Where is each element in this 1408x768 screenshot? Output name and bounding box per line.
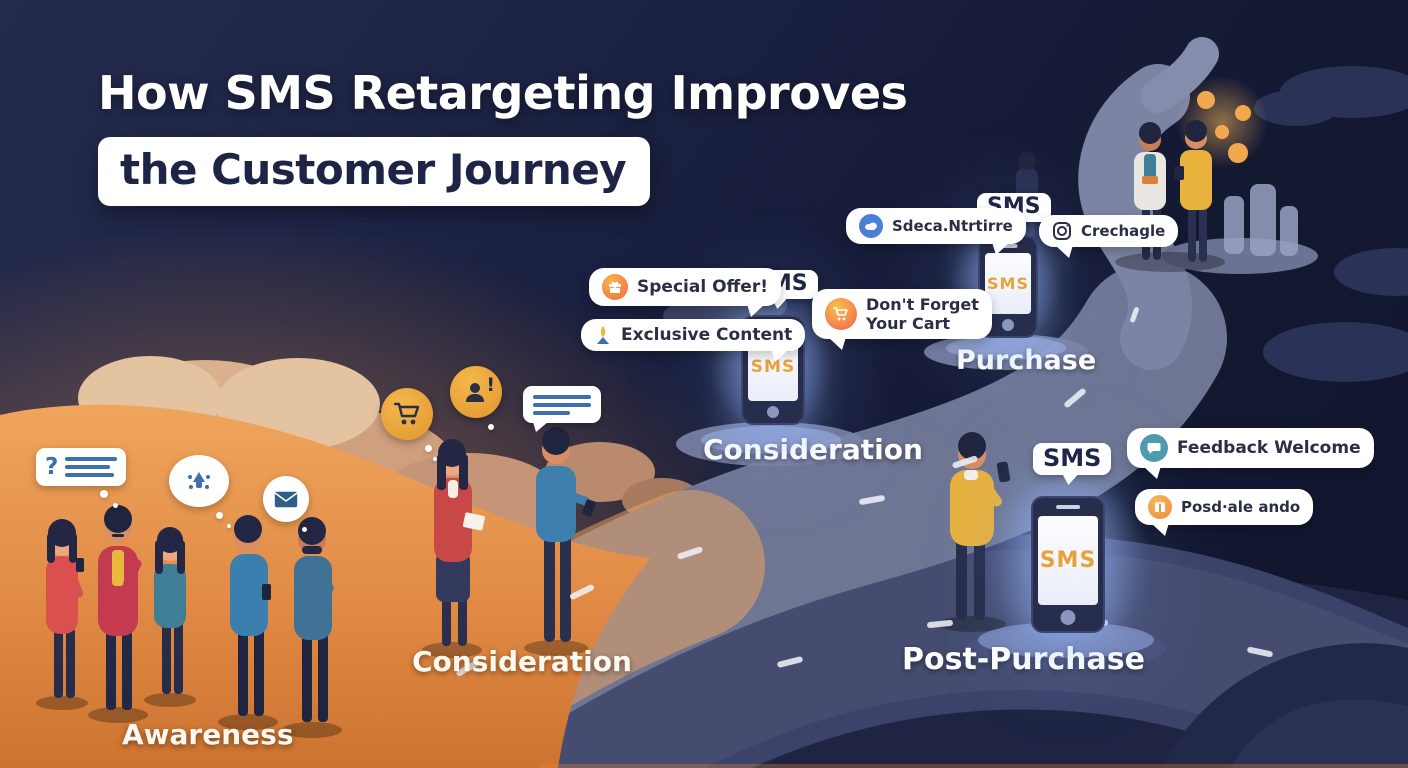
spark-icon [188, 472, 210, 489]
thought-dot [302, 527, 307, 532]
thought-dot [113, 503, 118, 508]
parcel-icon [1148, 495, 1172, 519]
cloud-chat-icon [859, 214, 883, 238]
phone-home-button [1060, 610, 1076, 625]
person-awareness-1 [46, 519, 84, 698]
quill-icon [594, 325, 612, 345]
bubble-exclusive-content: Exclusive Content [581, 319, 806, 362]
question-mark: ? [45, 453, 59, 480]
title-line-1: How SMS Retargeting Improves [98, 66, 908, 120]
bubble-feedback: Feedback Welcome [1127, 428, 1374, 479]
bubble-feedback-label: Feedback Welcome [1177, 438, 1361, 458]
city-silhouette [1224, 184, 1298, 256]
bubble-special-offer-label: Special Offer! [637, 277, 768, 297]
bubble-nurture: Sdeca.Ntrtirre [846, 208, 1026, 255]
bubble-cart-reminder: Don't Forget Your Cart [812, 289, 992, 351]
thought-bubble-spark [169, 455, 229, 507]
stage-label-consideration-ground: Consideration [412, 645, 632, 678]
person-post-purchase [938, 432, 1011, 632]
thought-dot [433, 457, 437, 461]
phone-screen-sms-text: SMS [1039, 548, 1097, 573]
chat-bubble-icon [1140, 434, 1168, 462]
rocks-front [1230, 699, 1408, 768]
gift-icon [602, 274, 628, 300]
person-topright-2 [1174, 120, 1212, 262]
person-awareness-2 [98, 505, 142, 710]
thought-dot [100, 490, 108, 498]
person-consideration-man [536, 427, 596, 642]
alert-mark: ! [486, 374, 495, 396]
stage-label-awareness: Awareness [122, 718, 294, 751]
stage-label-purchase: Purchase [956, 345, 1097, 376]
thought-dot [488, 424, 494, 430]
bubble-nurture-label: Sdeca.Ntrtirre [892, 217, 1013, 235]
phone-screen: SMS [985, 253, 1031, 314]
chat-lines-bubble [523, 386, 601, 432]
text-lines-icon [65, 457, 117, 477]
sms-tag-post-purchase: SMS [1033, 443, 1112, 475]
consideration-pair [422, 427, 596, 658]
awareness-group [36, 505, 342, 738]
title-line-2: the Customer Journey [120, 145, 627, 194]
person-awareness-5 [294, 517, 334, 722]
camera-icon [1052, 221, 1072, 241]
thought-dot [425, 445, 432, 452]
bubble-post-sale: Posd·ale ando [1135, 489, 1314, 536]
bubble-special-offer: Special Offer! [589, 268, 781, 317]
thought-dot [216, 512, 223, 519]
thought-dot [227, 524, 231, 528]
bubble-exclusive-content-label: Exclusive Content [621, 325, 793, 345]
person-icon [466, 383, 484, 402]
phone-home-button [767, 406, 779, 418]
cart-alert-icon [825, 298, 857, 331]
thought-bubble-question: ? [36, 448, 126, 486]
phone-screen: SMS [1038, 516, 1098, 605]
thought-bubble-envelope [263, 476, 309, 522]
bubble-recharge-label: Crechagle [1081, 222, 1166, 240]
stage-label-consideration-phone: Consideration [703, 433, 923, 466]
dark-clouds [663, 66, 1408, 382]
cart-icon-bubble [381, 388, 433, 440]
person-consideration-woman [434, 439, 485, 646]
phone-screen-sms-text: SMS [987, 274, 1029, 293]
envelope-icon [274, 491, 298, 507]
phone-screen-sms-text: SMS [750, 357, 796, 377]
phone-home-button [1002, 319, 1014, 331]
bottom-strip [540, 764, 1408, 768]
cart-icon [393, 402, 420, 425]
stage-label-post-purchase: Post-Purchase [902, 642, 1145, 677]
person-awareness-4 [230, 515, 271, 716]
phone-speaker [1056, 505, 1080, 509]
title-box: the Customer Journey [98, 137, 651, 206]
person-awareness-3 [154, 527, 186, 694]
bubble-cart-line2: Your Cart [866, 314, 951, 334]
bubble-recharge: Crechagle [1039, 215, 1179, 258]
phone-post-purchase: SMS [1031, 496, 1105, 633]
bubble-post-sale-label: Posd·ale ando [1181, 498, 1301, 516]
bubble-cart-line1: Don't Forget [866, 295, 979, 314]
person-alert-bubble: ! [450, 366, 502, 418]
